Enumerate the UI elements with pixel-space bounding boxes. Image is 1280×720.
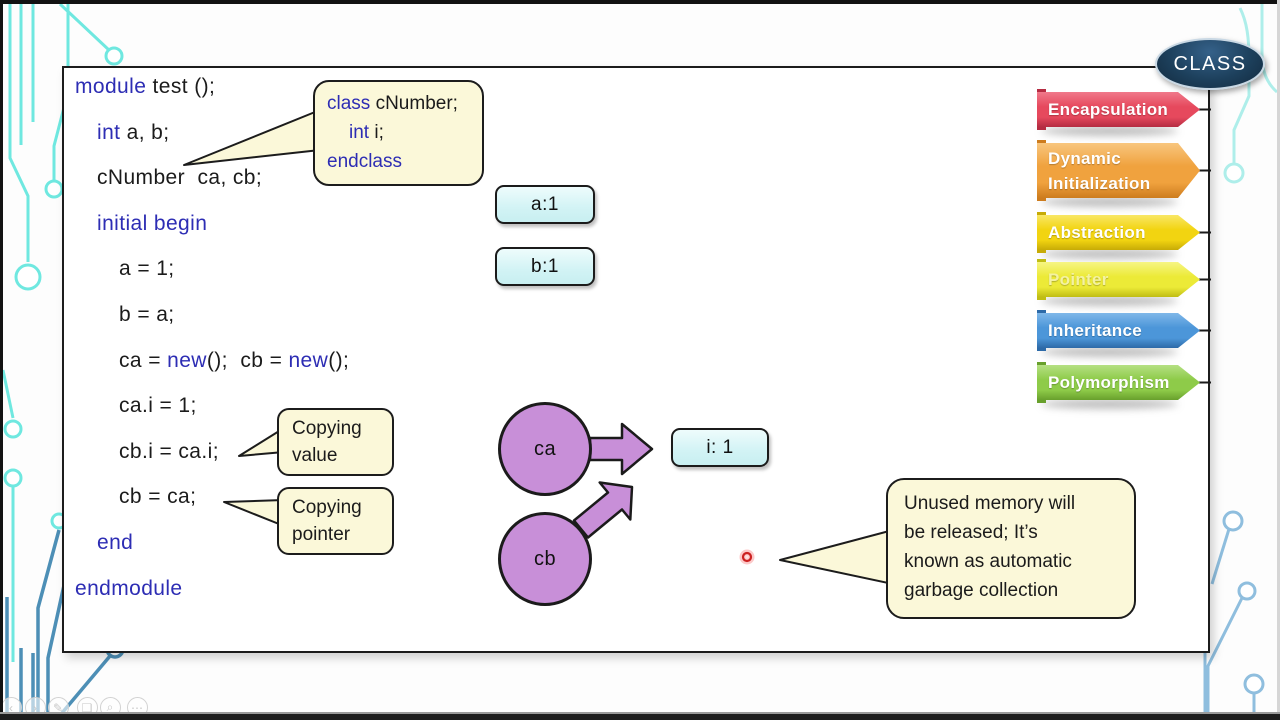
code-keyword: new [288,348,329,372]
ribbon-label-line: Polymorphism [1048,373,1170,392]
copy-pointer-callout: Copying pointer [277,487,394,555]
ribbon-shadow [1041,197,1178,207]
ribbon-shadow [1041,126,1178,136]
ribbon-body [1037,92,1200,127]
ribbon-label-line: Dynamic [1048,148,1121,168]
callout-line: Copying [292,497,362,518]
code-line: cb = ca; [119,485,196,509]
code-keyword: module [75,75,153,98]
var-box-a: a:1 [495,185,595,224]
ribbon-label-line: Pointer [1048,270,1109,289]
code-keyword: initial begin [97,211,208,235]
code-keyword: endclass [327,151,402,172]
class-bubble-code-line: endclass [327,147,482,176]
ribbon-body [1037,262,1200,297]
handle-cb-label: cb [533,547,557,570]
code-keyword: new [167,348,207,372]
code-line: cb.i = ca.i; [119,440,219,464]
code-keyword: end [97,531,134,554]
code-text: cb = ca; [119,485,197,509]
code-line: int a, b; [97,121,170,145]
class-bubble-code-line: class cNumber; [327,89,482,118]
garbage-collection-callout: Unused memory will be released; It’s known… [886,478,1136,619]
callout-line: be released; It’s [904,522,1038,543]
ribbon-body [1037,143,1200,198]
callout-line: pointer [292,524,351,545]
handle-ca-circle: ca [498,402,592,496]
ribbon-label: Pointer [1048,262,1182,297]
code-line: end [97,531,133,555]
class-title-ellipse: CLASS [1155,38,1265,90]
ribbon-label-line: Encapsulation [1048,100,1169,119]
ribbon-label: Encapsulation [1048,92,1182,127]
code-text: b = a; [119,303,175,326]
feature-ribbon-pointer: Pointer [1037,259,1200,306]
object-member-box: i: 1 [671,428,769,467]
code-text: a = 1; [119,257,175,281]
var-box-a-label: a:1 [531,193,559,215]
handle-cb-circle: cb [498,512,592,606]
code-keyword: class [327,93,376,114]
ribbon-label-line: Initialization [1048,173,1151,193]
code-line: cNumber ca, cb; [97,166,262,190]
callout-line: known as automatic [904,551,1072,572]
ribbon-body [1037,365,1200,400]
bottom-separator-line [0,712,1280,714]
feature-ribbon-inheritance: Inheritance [1037,310,1200,357]
object-member-label: i: 1 [706,436,734,458]
ribbon-body [1037,313,1200,348]
ribbon-shadow [1041,296,1178,306]
right-edge-strip [1277,0,1280,720]
class-definition-bubble: class cNumber;int i;endclass [313,80,484,186]
code-text: (); cb = [206,348,289,372]
callout-line: Copying [292,418,362,439]
code-text: a, b; [126,120,170,144]
code-text: test (); [152,75,216,98]
code-keyword: int [349,122,375,143]
ribbon-shadow [1041,347,1178,357]
callout-line: garbage collection [904,580,1059,601]
ribbon-label: Polymorphism [1048,365,1182,400]
code-text: cb.i = ca.i; [119,439,219,463]
ribbon-label-line: Abstraction [1048,223,1146,242]
code-line: a = 1; [119,257,175,281]
ribbon-shadow [1041,399,1178,409]
code-line: b = a; [119,303,175,327]
code-keyword: endmodule [75,576,183,600]
copy-value-callout: Copying value [277,408,394,476]
feature-ribbon-polymorphism: Polymorphism [1037,362,1200,409]
ribbon-body [1037,215,1200,250]
var-box-b: b:1 [495,247,595,286]
code-line: ca = new(); cb = new(); [119,349,349,373]
ribbon-label-line: Inheritance [1048,321,1142,340]
ribbon-label: Inheritance [1048,313,1182,348]
feature-ribbon-encapsulation: Encapsulation [1037,89,1200,136]
code-line: module test (); [75,75,215,99]
var-box-b-label: b:1 [531,255,559,277]
code-text: (); [328,348,350,372]
code-text: i; [374,122,384,143]
code-text: ca = [119,348,168,372]
class-bubble-code-line: int i; [327,118,482,147]
class-title-label: CLASS [1173,52,1247,75]
code-text: ca.i = 1; [119,394,197,418]
callout-line: Unused memory will [904,493,1076,514]
callout-line: value [292,445,338,466]
left-edge-strip [0,0,3,720]
code-line: endmodule [75,577,183,601]
code-keyword: int [97,120,127,144]
ribbon-label: Abstraction [1048,215,1182,250]
top-letterbox-bar [0,0,1280,4]
ribbon-shadow [1041,249,1178,259]
feature-ribbon-abstraction: Abstraction [1037,212,1200,259]
bottom-letterbox-bar [0,714,1280,720]
code-text: cNumber; [375,93,458,114]
code-line: initial begin [97,212,207,236]
code-line: ca.i = 1; [119,394,197,418]
handle-ca-label: ca [533,437,557,460]
code-text: cNumber ca, cb; [97,166,263,190]
